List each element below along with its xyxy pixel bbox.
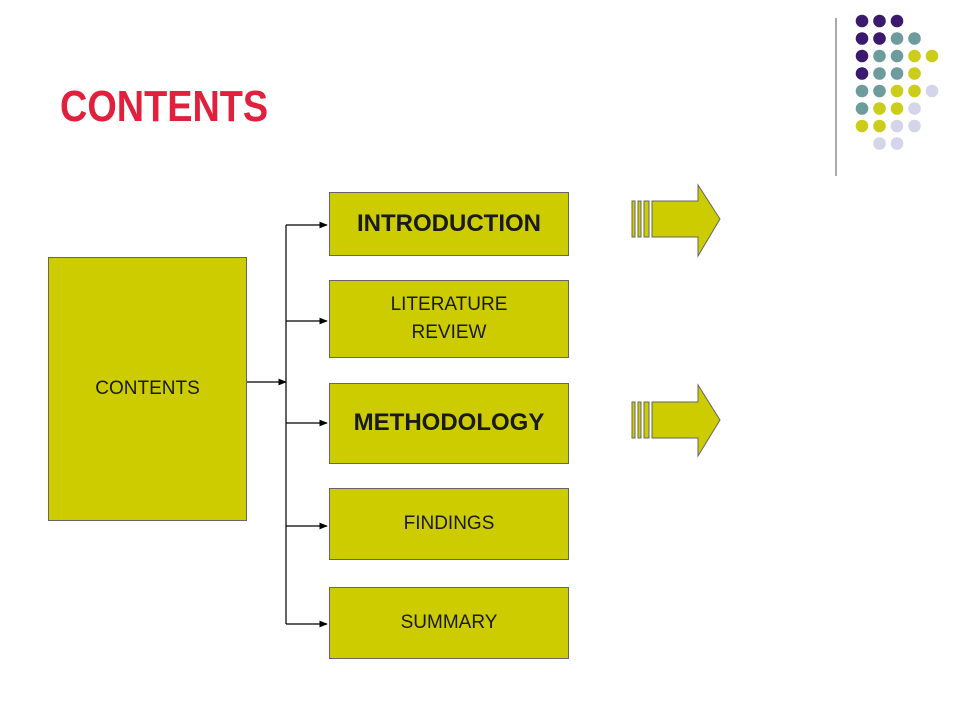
decor-dot	[873, 137, 886, 150]
decor-dot	[890, 137, 904, 150]
decor-dot	[873, 32, 886, 45]
decor-dot	[925, 84, 939, 98]
decor-dot	[873, 14, 886, 28]
decor-dot	[873, 84, 886, 98]
section-label-methodology: METHODOLOGY	[353, 409, 545, 437]
decor-dot	[873, 49, 886, 63]
decor-dot	[908, 67, 921, 80]
decor-dot	[908, 84, 921, 98]
decor-dot	[908, 102, 921, 115]
decor-dot	[855, 102, 869, 115]
slide-title: CONTENTS	[60, 82, 269, 131]
decor-dot	[873, 67, 886, 80]
section-label-findings: FINDINGS	[403, 513, 495, 535]
contents-box-label: CONTENTS	[95, 378, 200, 400]
decor-dot	[890, 119, 904, 133]
decor-dot	[855, 119, 869, 133]
decor-dot	[890, 32, 904, 45]
decor-dot	[890, 67, 904, 80]
decor-dot	[855, 49, 869, 63]
section-box-summary: SUMMARY	[329, 587, 569, 659]
dot-grid-decoration	[855, 14, 939, 150]
decor-dot	[855, 14, 869, 28]
decor-dot	[873, 119, 886, 133]
section-label-literature-review: LITERATURE REVIEW	[390, 294, 508, 343]
decor-dot	[890, 14, 904, 28]
decor-dot	[890, 102, 904, 115]
section-box-literature-review: LITERATURE REVIEW	[329, 280, 569, 358]
decor-dot	[908, 119, 921, 133]
section-box-methodology: METHODOLOGY	[329, 383, 569, 464]
decor-dot	[855, 67, 869, 80]
section-label-summary: SUMMARY	[400, 612, 498, 634]
section-box-introduction: INTRODUCTION	[329, 192, 569, 256]
decor-dot	[908, 32, 921, 45]
connector-lines	[247, 221, 328, 628]
decor-dot	[925, 49, 939, 63]
contents-box: CONTENTS	[48, 257, 247, 521]
block-arrow-introduction	[631, 183, 721, 258]
section-label-introduction: INTRODUCTION	[357, 209, 541, 237]
decor-dot	[890, 49, 904, 63]
decor-dot	[890, 84, 904, 98]
decor-dot	[873, 102, 886, 115]
block-arrow-methodology	[631, 383, 721, 458]
decor-dot	[855, 84, 869, 98]
decor-dot	[908, 49, 921, 63]
section-box-findings: FINDINGS	[329, 488, 569, 560]
decor-dot	[855, 32, 869, 45]
